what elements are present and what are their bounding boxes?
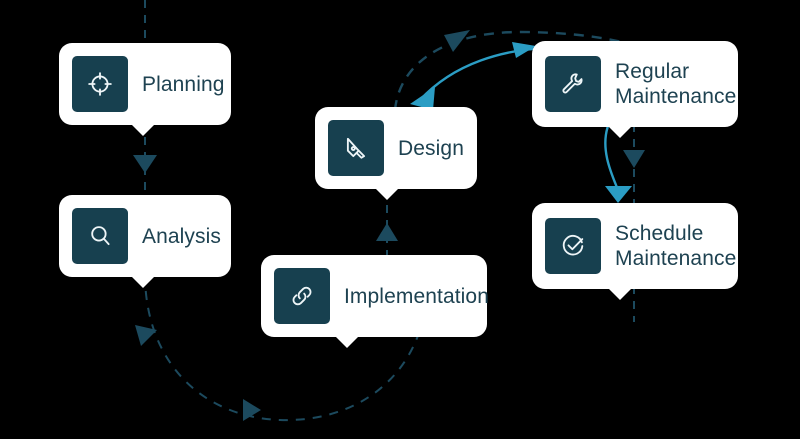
- node-schedule-maintenance[interactable]: Schedule Maintenance: [535, 206, 736, 300]
- crosshair-target-icon: [72, 56, 128, 112]
- node-schedule-maintenance-label: Schedule Maintenance: [615, 222, 737, 270]
- magnifier-search-icon: [72, 208, 128, 264]
- node-implementation-tail: [330, 331, 364, 348]
- node-regular-maintenance[interactable]: Regular Maintenance: [535, 44, 736, 138]
- node-planning[interactable]: Planning: [62, 46, 228, 136]
- node-analysis-tail: [126, 271, 160, 288]
- node-regular-maintenance-label: Regular Maintenance: [615, 60, 737, 108]
- node-implementation[interactable]: Implementation: [264, 258, 489, 348]
- arrowhead-planning-to-analysis: [133, 155, 157, 173]
- arrowhead-analysis-curve-2: [243, 399, 261, 421]
- node-planning-tail: [126, 119, 160, 136]
- arrowhead-regular-to-design-tip: [512, 42, 536, 58]
- node-planning-label: Planning: [142, 72, 225, 96]
- node-analysis[interactable]: Analysis: [62, 198, 228, 288]
- arrowhead-analysis-curve-1: [135, 325, 157, 346]
- node-schedule-maintenance-tail: [603, 283, 637, 300]
- arrowhead-implementation-to-design: [376, 223, 398, 241]
- node-design-tail: [370, 183, 404, 200]
- node-regular-maintenance-tail: [603, 121, 637, 138]
- node-analysis-label: Analysis: [142, 224, 221, 248]
- node-design-label: Design: [398, 136, 464, 160]
- wrench-icon: [545, 56, 601, 112]
- arrowhead-regular-to-design: [410, 87, 435, 110]
- check-circle-icon: [545, 218, 601, 274]
- edge-regular-maintenance-to-design: [419, 46, 546, 101]
- node-design[interactable]: Design: [318, 110, 474, 200]
- node-implementation-label: Implementation: [344, 284, 489, 308]
- edge-design-to-regular-maintenance: [393, 30, 631, 111]
- pen-tool-icon: [328, 120, 384, 176]
- chain-link-icon: [274, 268, 330, 324]
- arrowhead-design-to-regular: [444, 30, 470, 52]
- arrowhead-regular-to-schedule-dashed: [623, 150, 645, 168]
- arrowhead-regular-to-schedule-highlight: [605, 186, 632, 203]
- edge-analysis-to-implementation: [144, 273, 421, 422]
